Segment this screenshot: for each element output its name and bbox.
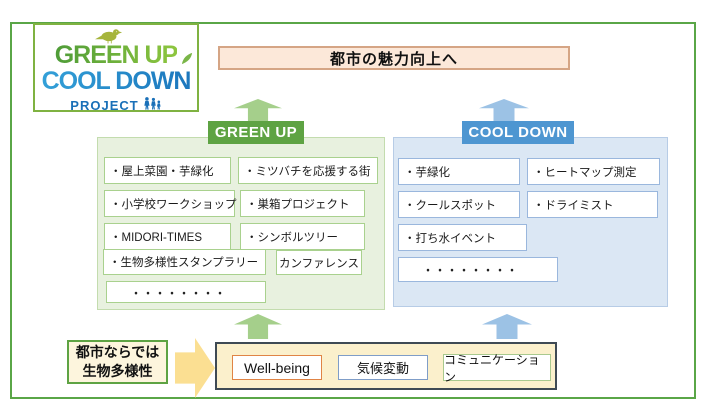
green-up-item: ・シンボルツリー <box>240 223 365 250</box>
cool-down-item: ・芋緑化 <box>398 158 520 185</box>
goal-box: 都市の魅力向上へ <box>218 46 570 70</box>
goal-label: 都市の魅力向上へ <box>329 50 458 68</box>
leaf-icon <box>181 52 194 70</box>
cool-down-item: ・クールスポット <box>398 191 520 218</box>
logo-cool-down-text: COOL DOWN <box>41 67 192 95</box>
green-up-item: ・生物多様性スタンプラリー <box>103 249 266 275</box>
green-up-item: ・巣箱プロジェクト <box>240 190 365 217</box>
cool-down-item: ・ヒートマップ測定 <box>527 158 660 185</box>
green-up-item: ・小学校ワークショップ <box>104 190 237 217</box>
cool-down-header: COOL DOWN <box>462 121 574 144</box>
green-up-item: ・ミツバチを応援する街 <box>238 157 378 184</box>
cool-down-header-label: COOL DOWN <box>468 124 568 141</box>
green-up-item-dots: ・・・・・・・・ <box>106 281 266 303</box>
logo-green-up-text: GREEN UP <box>54 41 179 69</box>
foundation-item-wellbeing: Well-being <box>232 355 322 380</box>
green-up-header: GREEN UP <box>208 121 304 144</box>
side-note-line2: 生物多様性 <box>82 363 153 379</box>
logo-title-blue: COOL DOWN <box>35 69 197 94</box>
logo-subtitle-row: PROJECT <box>35 97 197 113</box>
green-up-item: ・MIDORI-TIMES <box>104 223 231 250</box>
side-note-line1: 都市ならでは <box>75 344 160 361</box>
cool-down-item-dots: ・・・・・・・・ <box>398 257 558 282</box>
cool-down-item: ・ドライミスト <box>527 191 658 218</box>
green-up-item: ・屋上菜園・芋緑化 <box>104 157 231 184</box>
logo-project-text: PROJECT <box>70 97 139 113</box>
people-icon <box>143 97 162 113</box>
foundation-item-climate: 気候変動 <box>338 355 428 380</box>
green-up-item: カンファレンス <box>276 250 362 275</box>
logo-box: GREEN UP COOL DOWN PROJECT <box>33 23 199 113</box>
outer-frame <box>10 22 696 399</box>
bird-icon <box>95 27 123 49</box>
logo-title-green: GREEN UP <box>35 43 197 68</box>
foundation-item-communication: コミュニケーション <box>443 353 551 384</box>
side-note-box: 都市ならでは 生物多様性 <box>67 340 168 384</box>
green-up-header-label: GREEN UP <box>214 124 298 141</box>
cool-down-item: ・打ち水イベント <box>398 224 527 251</box>
